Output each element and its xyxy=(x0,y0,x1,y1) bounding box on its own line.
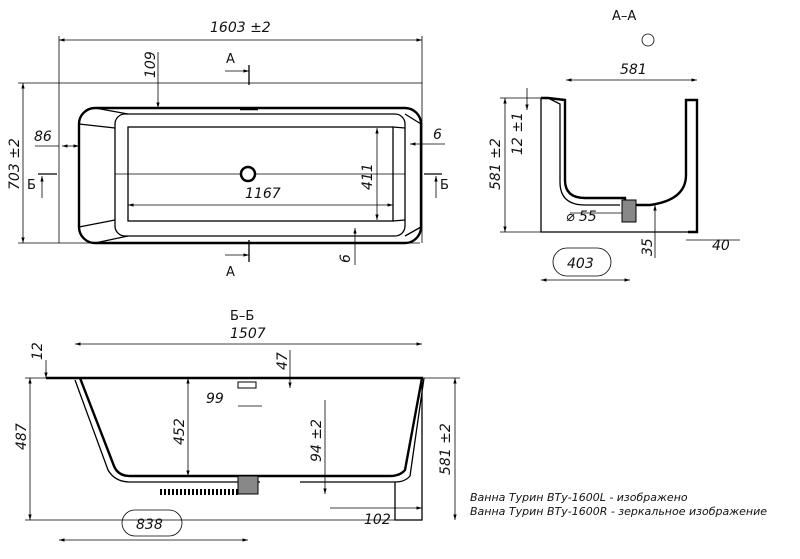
aa-foot-dim: 40 xyxy=(712,238,730,254)
rotation-icon xyxy=(641,33,655,47)
bb-overflow-dim: 47 xyxy=(275,352,291,370)
length-dim: 1603 ±2 xyxy=(210,20,271,36)
gap-bottom-dim: 6 xyxy=(338,254,354,263)
section-bb: Б–Б 1507 487 12 452 47 99 94 ±2 581 ±2 1… xyxy=(14,309,460,542)
aa-drain-offset-dim: 403 xyxy=(567,256,594,272)
bb-height-dim: 581 ±2 xyxy=(438,423,454,475)
section-bb-title: Б–Б xyxy=(230,309,254,324)
aa-drain-diameter-dim: ⌀ 55 xyxy=(566,209,597,225)
drain-fitting xyxy=(621,199,637,223)
section-b-left-label: Б xyxy=(27,178,36,193)
note-right-model: Ванна Турин ВТу-1600R - зеркальное изобр… xyxy=(470,505,767,518)
inner-width-dim: 411 xyxy=(360,163,376,190)
aa-rim-dim: 12 ±1 xyxy=(510,112,526,155)
section-aa: А–А 581 581 ±2 12 ±1 ⌀ 55 35 40 403 xyxy=(488,9,740,282)
gap-right-dim: 6 xyxy=(433,127,442,143)
bb-drain-height-dim: 94 ±2 xyxy=(309,419,325,462)
bb-top-length-dim: 1507 xyxy=(230,326,266,342)
bb-overflow-width-dim: 99 xyxy=(206,391,224,407)
bb-foot-dim: 102 xyxy=(364,512,391,528)
section-aa-title: А–А xyxy=(612,9,636,24)
section-b-right-label: Б xyxy=(440,178,449,193)
drain-hole xyxy=(239,165,257,183)
bb-drain-offset-dim: 838 xyxy=(136,517,163,533)
rim-top-dim: 109 xyxy=(143,51,159,78)
bb-side-height-dim: 487 xyxy=(14,423,30,450)
bb-depth-dim: 452 xyxy=(172,418,188,445)
inner-length-dim: 1167 xyxy=(245,186,281,202)
top-view: 1603 ±2 703 ±2 1167 411 109 86 6 6 А А xyxy=(7,20,449,280)
aa-height-dim: 581 ±2 xyxy=(488,138,504,190)
section-a-top-label: А xyxy=(226,52,235,67)
section-a-bottom-label: А xyxy=(226,265,235,280)
width-dim: 703 ±2 xyxy=(7,138,23,190)
bb-rim-dim: 12 xyxy=(30,342,46,360)
aa-top-width-dim: 581 xyxy=(620,62,647,78)
rim-left-dim: 86 xyxy=(34,129,52,145)
bb-drain-fitting xyxy=(237,475,259,495)
note-left-model: Ванна Турин ВТу-1600L - изображено xyxy=(470,491,688,504)
aa-drain-height-dim: 35 xyxy=(640,238,656,256)
